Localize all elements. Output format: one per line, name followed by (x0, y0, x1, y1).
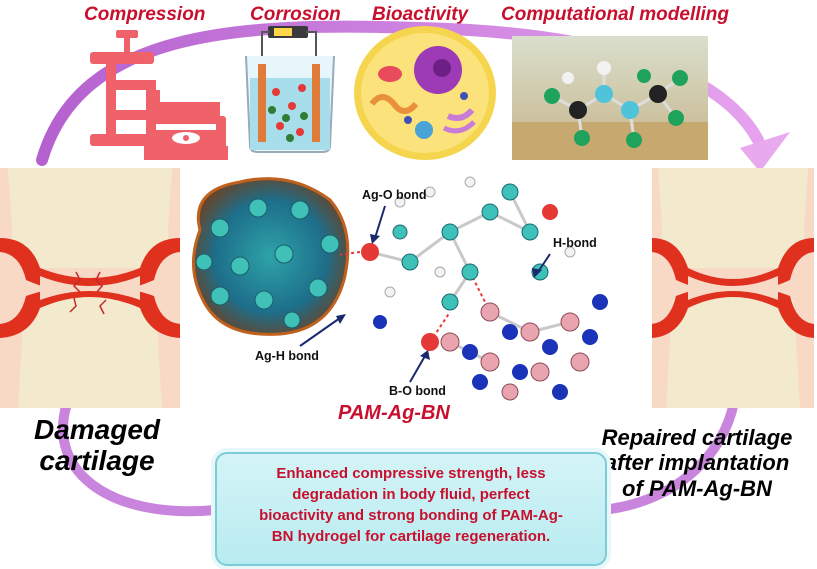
h-bond-label: H-bond (553, 236, 597, 250)
repaired-cartilage-label: Repaired cartilage after implantation of… (578, 425, 816, 501)
repaired-line-1: Repaired cartilage (601, 425, 793, 450)
title-compression: Compression (84, 4, 206, 25)
ag-o-bond-label: Ag-O bond (362, 188, 427, 202)
summary-line-2: degradation in body fluid, perfect (292, 486, 530, 503)
summary-text: Enhanced compressive strength, less degr… (227, 463, 595, 547)
battery-icon (245, 26, 335, 153)
clamp-icon (90, 30, 228, 160)
ag-nanoparticle-cluster (191, 177, 350, 336)
b-o-bond-label: B-O bond (389, 384, 446, 398)
repaired-knee-illustration (652, 168, 814, 408)
repaired-line-2: after implantation (604, 450, 790, 476)
ag-h-bond-label: Ag-H bond (255, 349, 319, 363)
summary-line-3: bioactivity and strong bonding of PAM-Ag… (259, 507, 563, 524)
damaged-cartilage-label: Damaged cartilage (12, 414, 182, 477)
bottom-right-arc-arrow (598, 390, 740, 515)
summary-line-4: BN hydrogel for cartilage regeneration. (271, 528, 551, 545)
damaged-line-1: Damaged (33, 414, 161, 445)
repaired-line-3: of PAM-Ag-BN (622, 475, 772, 501)
molecule-model-icon (512, 36, 708, 160)
summary-line-1: Enhanced compressive strength, less (276, 465, 546, 482)
top-arrow-head (740, 132, 790, 172)
material-label: PAM-Ag-BN (338, 402, 450, 424)
title-corrosion: Corrosion (250, 4, 341, 25)
summary-box: Enhanced compressive strength, less degr… (215, 452, 607, 566)
bottom-arc-arrow (58, 390, 220, 517)
damaged-knee-illustration (0, 168, 180, 408)
title-computational-modelling: Computational modelling (501, 4, 729, 25)
title-bioactivity: Bioactivity (372, 4, 469, 25)
damaged-line-2: cartilage (39, 445, 155, 477)
cell-icon (354, 26, 496, 160)
